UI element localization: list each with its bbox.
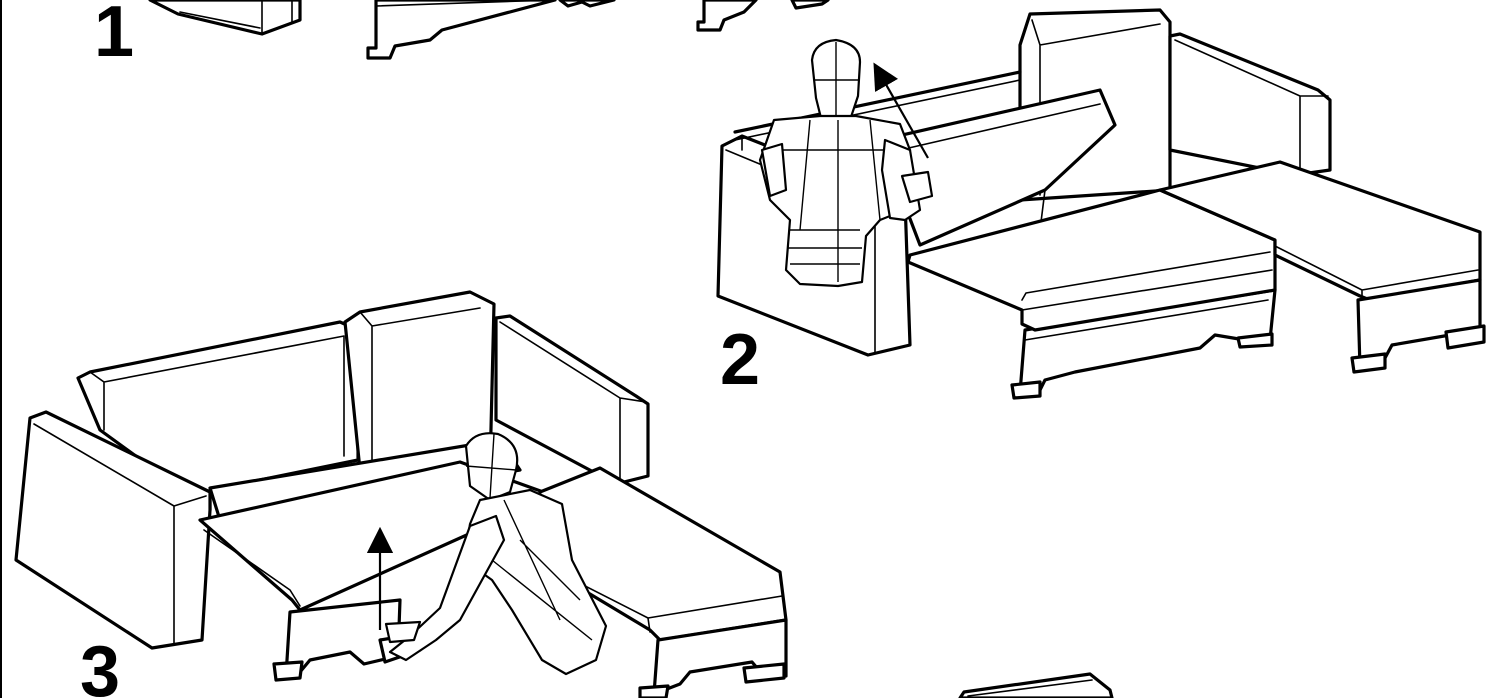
step-3-illustration xyxy=(16,292,786,698)
next-step-partial xyxy=(960,674,1112,698)
step-1-illustration xyxy=(150,0,828,58)
step-1-number: 1 xyxy=(94,0,134,72)
step-3-number: 3 xyxy=(80,632,120,698)
step-2-illustration xyxy=(718,10,1484,398)
step-2-number: 2 xyxy=(720,320,760,400)
